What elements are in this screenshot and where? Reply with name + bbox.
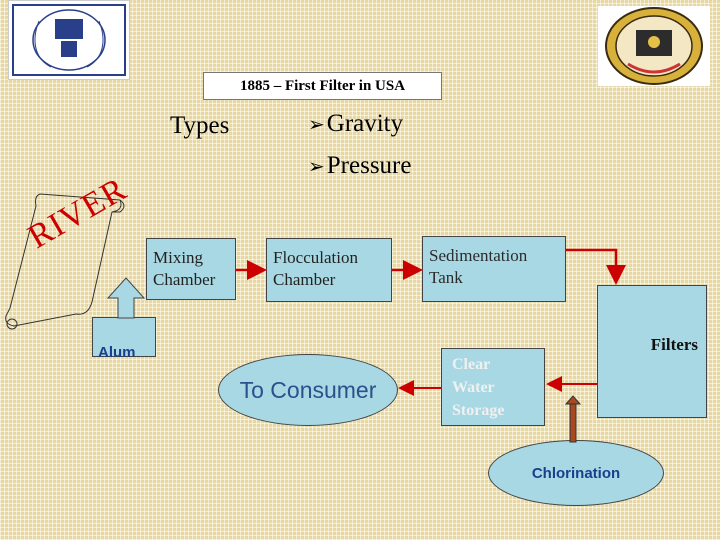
college-seal-logo-right: [598, 6, 710, 86]
type-label: Gravity: [326, 110, 404, 137]
institution-logo-left: [8, 0, 130, 80]
types-heading: Types: [170, 112, 230, 139]
arrow-bullet-icon: ➢: [308, 112, 325, 136]
type-item-pressure: ➢Pressure: [308, 152, 411, 180]
to-consumer-node: To Consumer: [218, 354, 398, 426]
arrow-bullet-icon: ➢: [308, 154, 325, 178]
clear-water-storage-label: Clear Water Storage: [452, 356, 505, 419]
filters-label: Filters: [650, 335, 698, 354]
flow-arrow-chlorination-to-storage: [564, 395, 582, 443]
alum-box: [92, 317, 156, 357]
clear-water-storage-box: Clear Water Storage: [441, 348, 545, 426]
mixing-chamber-label: Mixing Chamber: [153, 248, 216, 289]
type-item-gravity: ➢Gravity: [308, 110, 403, 138]
flocculation-chamber-box: Flocculation Chamber: [266, 238, 392, 302]
chlorination-node: Chlorination: [488, 440, 664, 506]
type-label: Pressure: [326, 152, 412, 179]
alum-label: Alum: [98, 344, 136, 361]
history-banner: 1885 – First Filter in USA: [203, 72, 442, 100]
flow-arrow-sedimentation-to-filters: [566, 248, 626, 285]
mixing-chamber-box: Mixing Chamber: [146, 238, 236, 300]
sedimentation-tank-label: Sedimentation Tank: [429, 246, 528, 287]
river-scroll-icon: [5, 193, 125, 330]
alum-up-arrow-icon: [106, 277, 146, 319]
flocculation-chamber-label: Flocculation Chamber: [273, 248, 358, 289]
sedimentation-tank-box: Sedimentation Tank: [422, 236, 566, 302]
filters-box: Filters: [597, 285, 707, 418]
